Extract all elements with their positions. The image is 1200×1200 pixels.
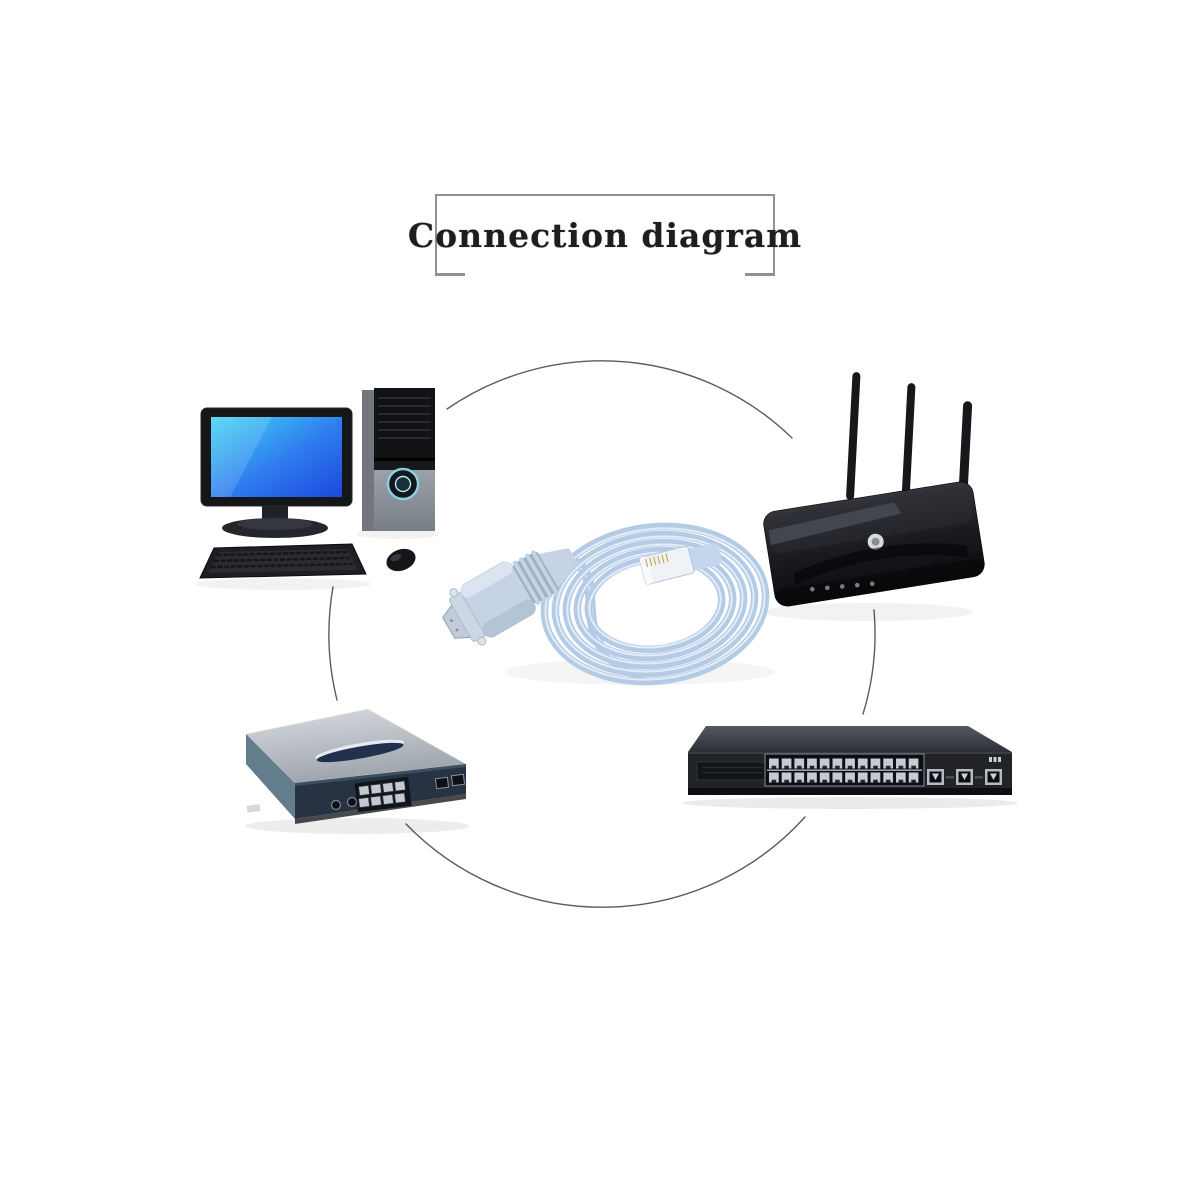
cable-coil xyxy=(540,522,770,686)
connection-arc-left xyxy=(328,586,338,701)
connection-arc-bottom xyxy=(405,816,806,908)
switch-uplink-ports xyxy=(927,769,1002,785)
uplink-port-icon xyxy=(450,773,466,787)
monitor-icon xyxy=(200,407,353,538)
antenna-icon xyxy=(846,372,861,501)
uplink-port-icon xyxy=(434,776,450,790)
small-router-icon xyxy=(245,708,469,834)
monitor-neck xyxy=(262,505,288,522)
tower-shadow xyxy=(356,529,440,539)
mouse-icon xyxy=(386,548,416,572)
network-switch-icon xyxy=(682,726,1018,809)
small-router-port-block xyxy=(354,776,412,813)
rj45-connector-icon xyxy=(639,543,722,585)
round-port-icon xyxy=(346,796,358,808)
keyboard-shadow xyxy=(195,578,371,590)
db9-connector-icon xyxy=(442,548,578,646)
small-router-left-face xyxy=(246,734,295,819)
desktop-computer-icon xyxy=(195,388,440,590)
console-cable-icon xyxy=(442,522,775,686)
router-body xyxy=(763,481,985,607)
rj45-boot xyxy=(685,543,722,571)
page-title: Connection diagram xyxy=(407,215,803,255)
keyboard-icon xyxy=(199,543,367,579)
router-led-lights xyxy=(810,581,875,592)
computer-tower-icon xyxy=(362,388,435,531)
small-router-oval-slot xyxy=(315,739,404,763)
router-gloss-stripe xyxy=(768,502,902,546)
uplink-port-icon xyxy=(985,769,1002,785)
switch-logo-mark xyxy=(989,757,1001,762)
uplink-port-icon xyxy=(956,769,973,785)
connection-arc-right xyxy=(862,609,876,715)
switch-port-block-24 xyxy=(764,753,925,787)
switch-top-face xyxy=(688,726,1012,752)
switch-label-recess xyxy=(696,761,768,781)
antenna-icon xyxy=(901,383,916,512)
title-box: Connection diagram xyxy=(408,194,801,276)
wireless-router-icon xyxy=(763,372,985,621)
connection-arc-top xyxy=(446,360,793,439)
monitor-screen xyxy=(211,417,342,497)
round-port-icon xyxy=(330,799,342,811)
db9-strain-relief xyxy=(538,548,578,587)
small-router-label xyxy=(246,804,261,813)
connection-circle xyxy=(328,360,876,908)
uplink-port-icon xyxy=(927,769,944,785)
